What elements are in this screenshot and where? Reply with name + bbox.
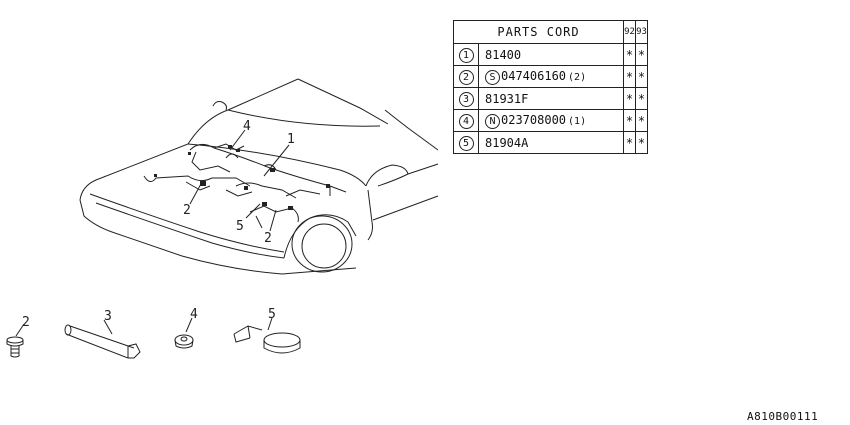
- parts-cord-header: PARTS CORD: [453, 20, 624, 44]
- callout-part-4: 4: [190, 307, 198, 322]
- protector-tube-part: [64, 319, 141, 359]
- part-qty: (2): [568, 71, 587, 83]
- mark-93: *: [635, 109, 648, 132]
- part-code: 047406160: [501, 68, 567, 83]
- mark-93: *: [635, 87, 648, 110]
- callout-car-1: 1: [287, 132, 295, 147]
- bolt-part: [6, 323, 25, 358]
- mark-93: *: [635, 65, 648, 88]
- callout-car-2a: 2: [183, 203, 191, 218]
- callout-part-5: 5: [268, 307, 276, 322]
- part-prefix: N: [485, 113, 500, 129]
- callout-car-2b: 2: [264, 231, 272, 246]
- table-row: 3 81931F * *: [453, 87, 648, 110]
- row-number: 4: [458, 113, 474, 129]
- part-code: 023708000: [501, 112, 567, 127]
- row-number: 5: [458, 135, 474, 151]
- mark-92: *: [623, 109, 636, 132]
- callout-part-2: 2: [22, 315, 30, 330]
- mark-92: *: [623, 131, 636, 154]
- clip-part: [233, 317, 301, 354]
- mark-92: *: [623, 65, 636, 88]
- callout-car-4: 4: [243, 119, 251, 134]
- nut-part: [174, 317, 194, 349]
- callout-car-5: 5: [236, 219, 244, 234]
- harness-connectors: [154, 145, 330, 210]
- diagram-reference-code: A810B00111: [747, 410, 819, 423]
- mark-92: *: [623, 43, 636, 66]
- parts-table-header: PARTS CORD 92 93: [453, 20, 648, 44]
- mark-93: *: [635, 43, 648, 66]
- callout-part-3: 3: [104, 309, 112, 324]
- row-number: 3: [458, 91, 474, 107]
- table-row: 5 81904A * *: [453, 131, 648, 154]
- car-outline: [79, 78, 439, 275]
- mark-92: *: [623, 87, 636, 110]
- part-code: 81931F: [485, 91, 529, 106]
- table-row: 1 81400 * *: [453, 43, 648, 66]
- part-prefix: S: [485, 69, 500, 85]
- year-92-header: 92: [623, 20, 636, 44]
- row-number: 2: [458, 69, 474, 85]
- car-leader-lines: [189, 129, 290, 232]
- part-code: 81904A: [485, 135, 529, 150]
- year-93-header: 93: [635, 20, 648, 44]
- part-code: 81400: [485, 47, 522, 62]
- mark-93: *: [635, 131, 648, 154]
- wiring-harness: [143, 143, 347, 229]
- front-wheel: [291, 215, 353, 273]
- row-number: 1: [458, 47, 474, 63]
- part-qty: (1): [568, 115, 587, 127]
